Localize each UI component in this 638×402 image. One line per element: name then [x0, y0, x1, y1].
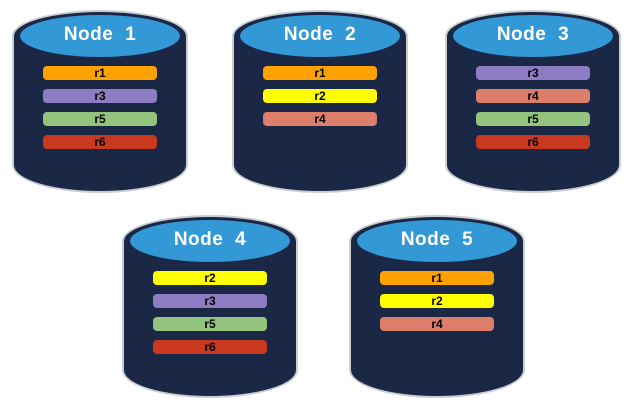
replica-bar: r1 [380, 271, 494, 285]
replica-bar: r6 [153, 340, 267, 354]
replica-bar: r5 [43, 112, 157, 126]
replica-bar: r5 [153, 317, 267, 331]
replica-list: r1 r3 r5 r6 [43, 66, 157, 149]
node-title: Node 3 [496, 24, 570, 45]
node-title: Node 4 [173, 229, 247, 250]
node-title: Node 1 [63, 24, 137, 45]
replica-bar: r2 [380, 294, 494, 308]
replica-bar: r3 [43, 89, 157, 103]
replica-bar: r2 [263, 89, 377, 103]
cylinder-top-ellipse [240, 15, 400, 57]
replica-bar: r3 [476, 66, 590, 80]
replica-bar: r3 [153, 294, 267, 308]
replica-bar: r4 [476, 89, 590, 103]
replica-list: r1 r2 r4 [263, 66, 377, 126]
node-title: Node 2 [283, 24, 357, 45]
replica-bar: r6 [476, 135, 590, 149]
node-4-cylinder: Node 4 r2 r3 r5 r6 [122, 208, 298, 398]
node-1-cylinder: Node 1 r1 r3 r5 r6 [12, 3, 188, 193]
node-3-cylinder: Node 3 r3 r4 r5 r6 [445, 3, 621, 193]
replica-list: r2 r3 r5 r6 [153, 271, 267, 354]
node-2-cylinder: Node 2 r1 r2 r4 [232, 3, 408, 193]
replica-bar: r2 [153, 271, 267, 285]
node-5-cylinder: Node 5 r1 r2 r4 [349, 208, 525, 398]
replica-bar: r1 [263, 66, 377, 80]
replica-bar: r4 [380, 317, 494, 331]
replica-list: r1 r2 r4 [380, 271, 494, 331]
cylinder-top-ellipse [130, 220, 290, 262]
node-title: Node 5 [400, 229, 474, 250]
cylinder-top-ellipse [453, 15, 613, 57]
replica-bar: r6 [43, 135, 157, 149]
replica-bar: r4 [263, 112, 377, 126]
cylinder-top-ellipse [357, 220, 517, 262]
replica-list: r3 r4 r5 r6 [476, 66, 590, 149]
cylinder-top-ellipse [20, 15, 180, 57]
replica-bar: r1 [43, 66, 157, 80]
replica-bar: r5 [476, 112, 590, 126]
